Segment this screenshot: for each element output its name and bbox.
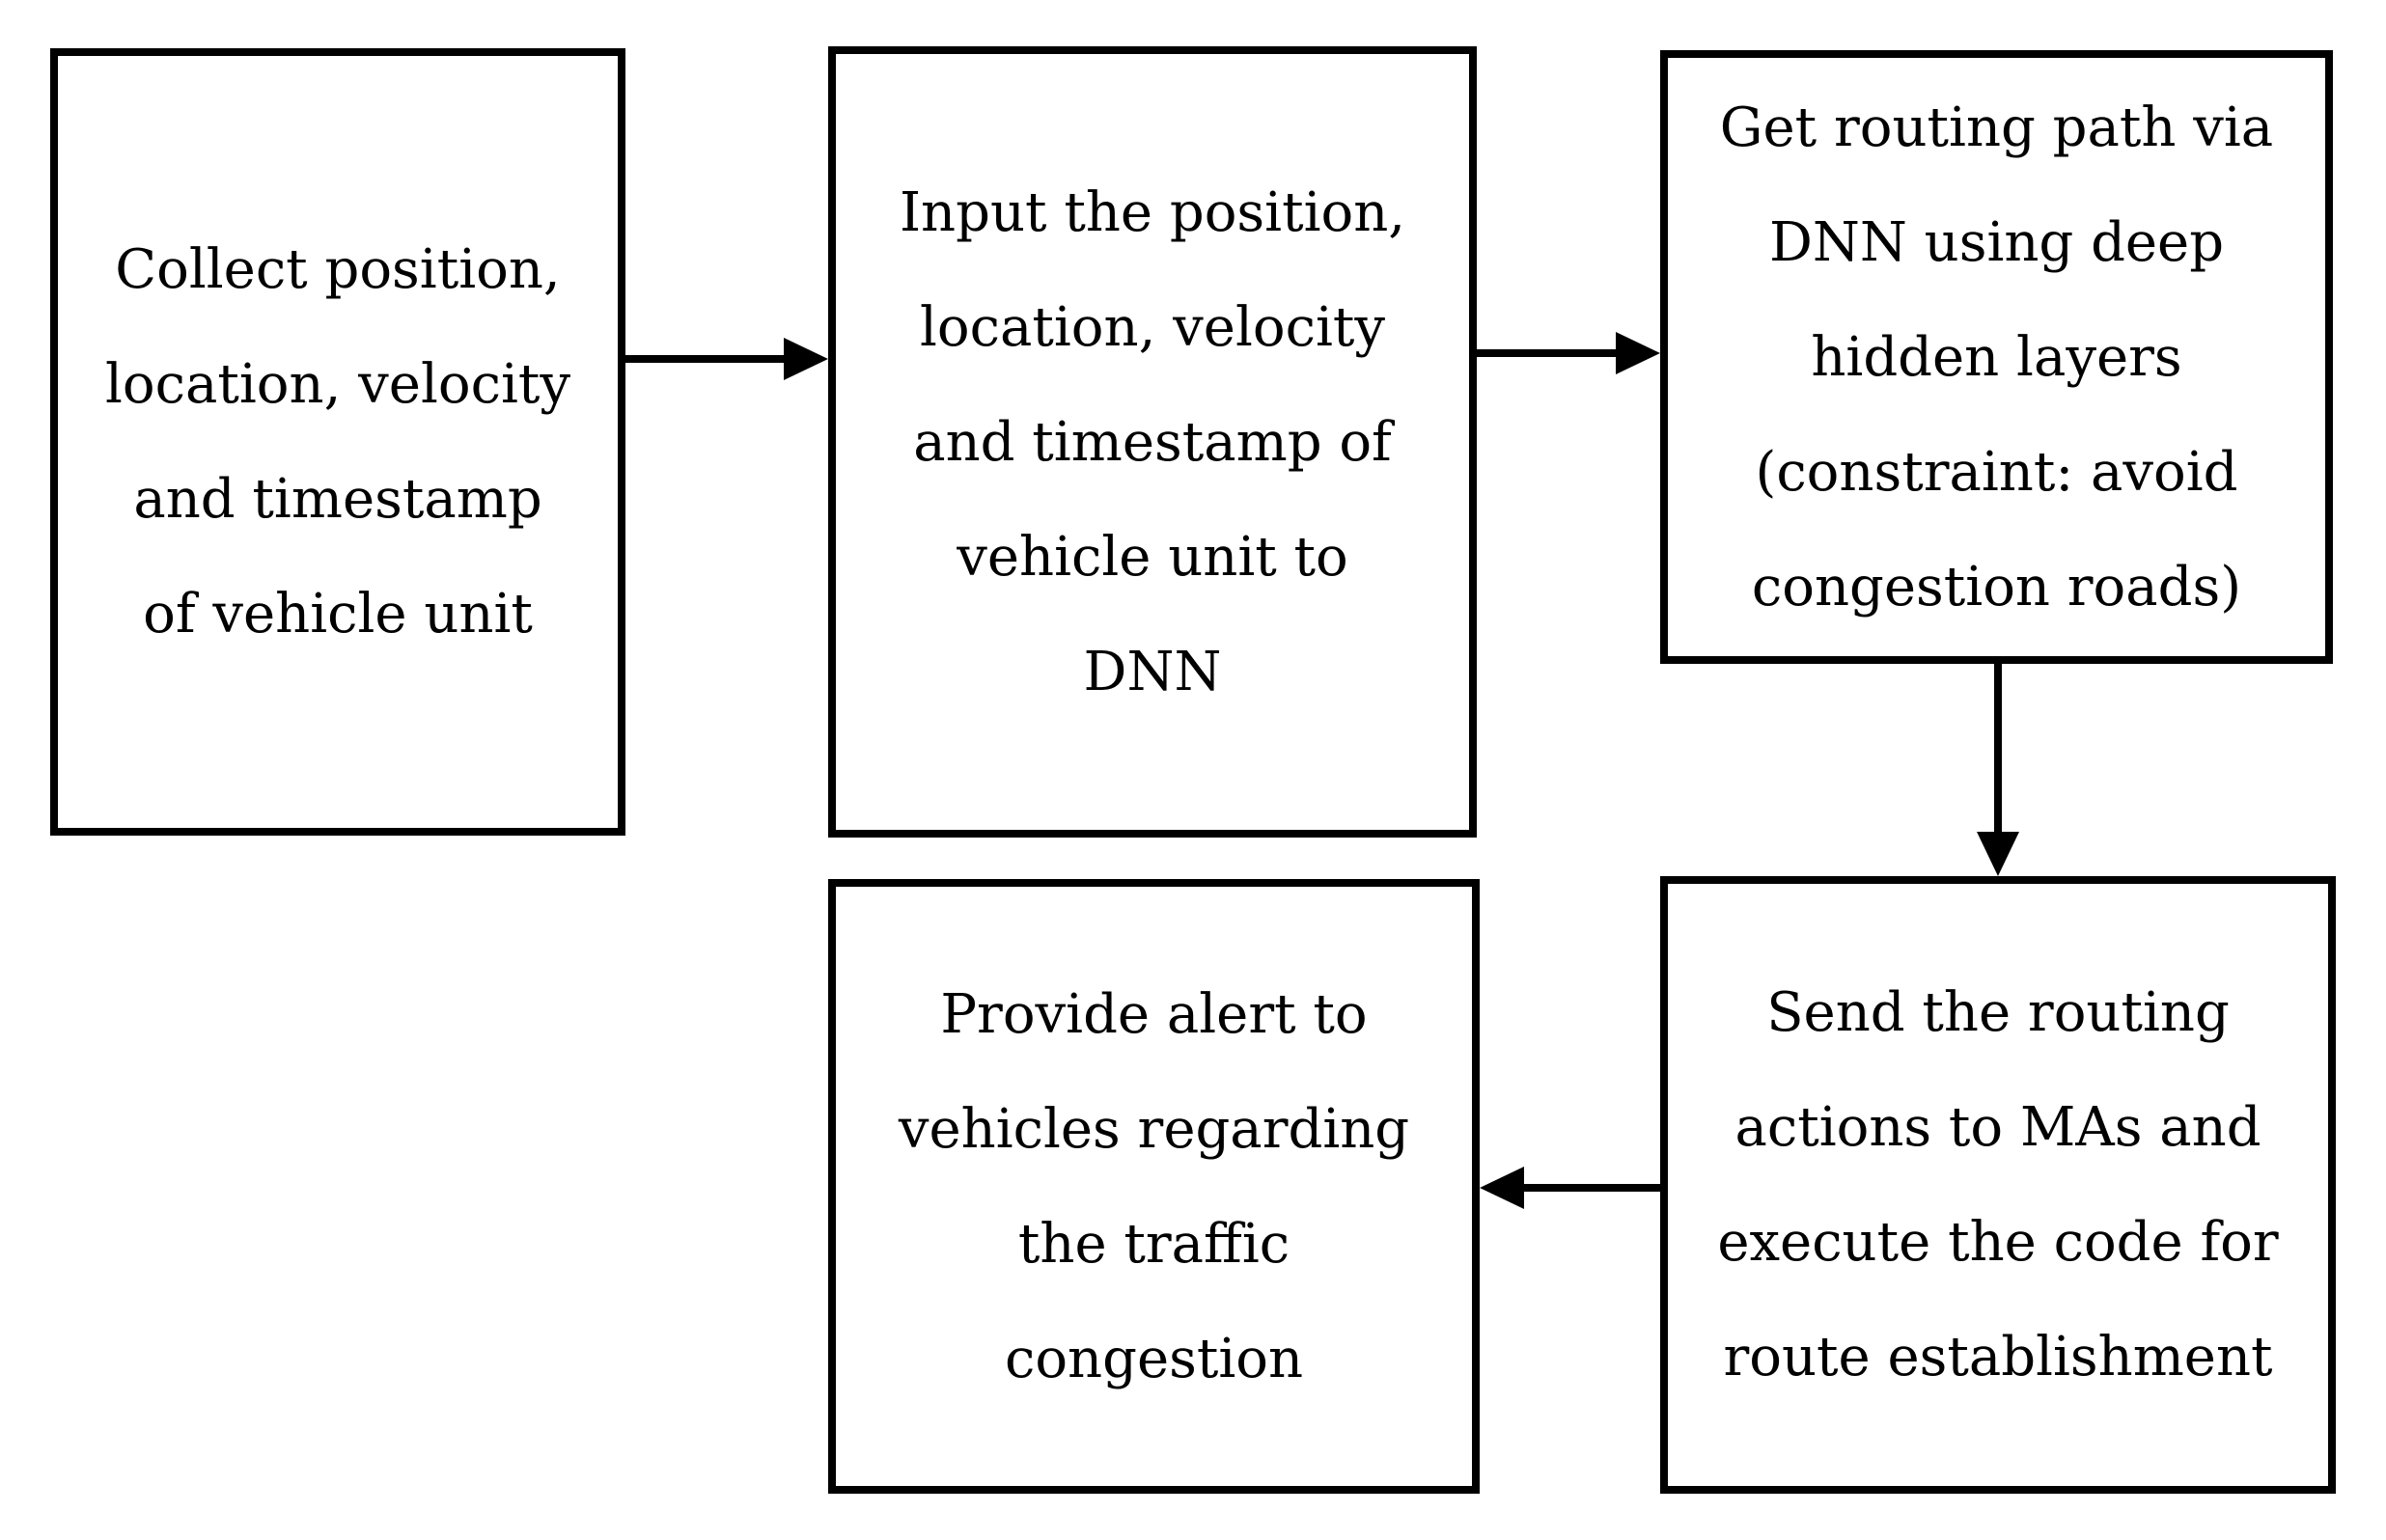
- text-line: vehicle unit to: [957, 525, 1348, 589]
- text-line: congestion roads): [1751, 555, 2242, 619]
- text-line: Send the routing: [1766, 981, 2230, 1044]
- text-line: (constraint: avoid: [1755, 440, 2238, 504]
- arrow-shaft: [1523, 1184, 1660, 1192]
- node-send-routing-actions: Send the routing actions to MAs and exec…: [1660, 876, 2336, 1494]
- arrowhead-down-icon: [1977, 832, 2019, 876]
- node-input-to-dnn: Input the position, location, velocity a…: [828, 46, 1477, 838]
- text-line: DNN using deep: [1768, 210, 2225, 274]
- text-line: and timestamp of: [913, 410, 1392, 474]
- text-line: route establishment: [1723, 1326, 2273, 1389]
- text-line: Input the position,: [899, 180, 1406, 244]
- arrow-shaft: [1994, 664, 2002, 834]
- text-line: location, velocity: [105, 353, 570, 416]
- node-collect-vehicle-data: Collect position, location, velocity and…: [50, 48, 625, 836]
- text-line: actions to MAs and: [1734, 1096, 2261, 1159]
- text-line: Collect position,: [115, 238, 561, 301]
- text-line: execute the code for: [1717, 1211, 2279, 1274]
- arrow-shaft: [624, 355, 786, 363]
- text-line: of vehicle unit: [143, 583, 533, 646]
- text-line: Provide alert to: [940, 982, 1368, 1046]
- arrowhead-right-icon: [784, 338, 828, 380]
- text-line: location, velocity: [920, 295, 1385, 359]
- text-line: congestion: [1004, 1327, 1304, 1390]
- text-line: hidden layers: [1811, 325, 2182, 389]
- text-line: and timestamp: [133, 468, 542, 531]
- arrowhead-left-icon: [1480, 1167, 1524, 1209]
- text-line: Get routing path via: [1719, 96, 2274, 159]
- arrow-shaft: [1477, 349, 1618, 357]
- arrowhead-right-icon: [1616, 332, 1660, 374]
- node-provide-alert: Provide alert to vehicles regarding the …: [828, 879, 1480, 1494]
- text-line: vehicles regarding: [898, 1097, 1410, 1161]
- text-line: the traffic: [1017, 1212, 1290, 1276]
- text-line: DNN: [1083, 640, 1222, 703]
- node-get-routing-path: Get routing path via DNN using deep hidd…: [1660, 50, 2333, 664]
